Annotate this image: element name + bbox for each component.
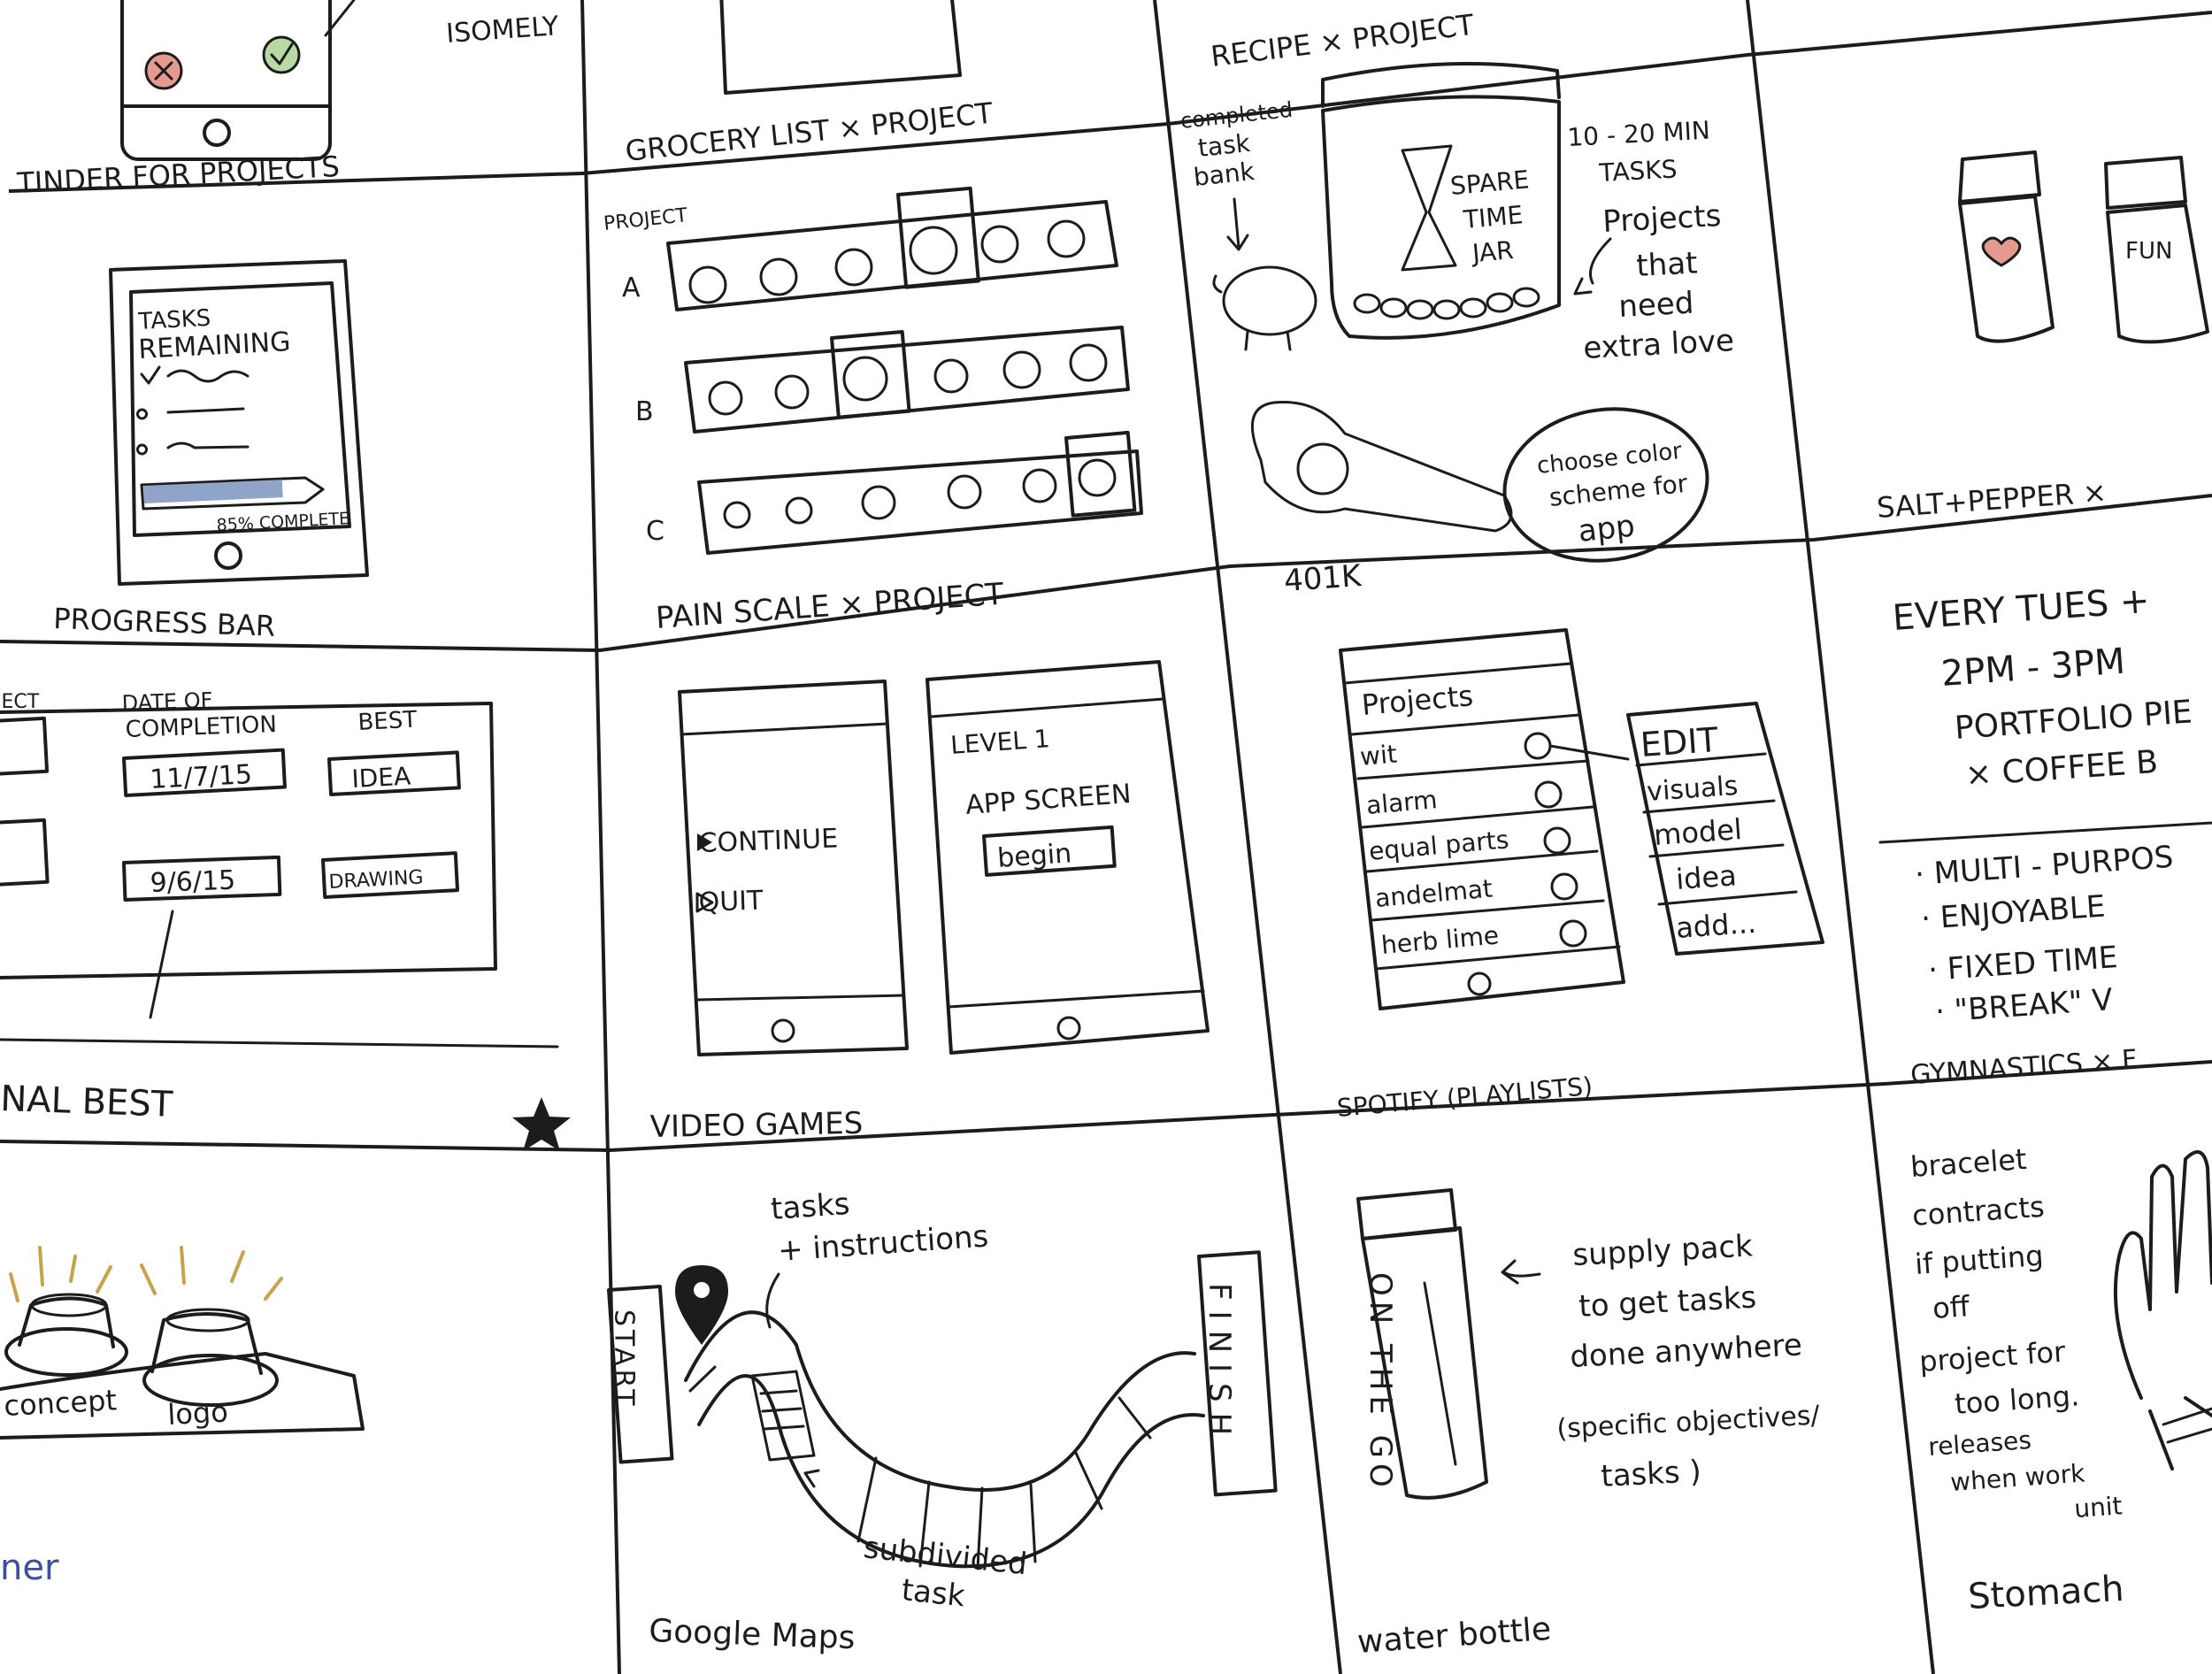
stomach-line1: bracelet (1909, 1142, 2028, 1184)
hand-icon (2113, 1150, 2212, 1471)
selected-face-b (829, 330, 911, 419)
piggy-bank-icon (1212, 265, 1317, 351)
scale-row-c (697, 449, 1143, 555)
spotify-menu-edit[interactable]: EDIT (1640, 720, 1720, 764)
button-logo[interactable]: logo (166, 1394, 228, 1432)
color-line3: app (1577, 508, 1637, 549)
maps-start: START (609, 1309, 640, 1409)
love-line2: that (1635, 245, 1698, 284)
accept-icon[interactable] (262, 35, 301, 74)
pb-row2-date: 9/6/15 (150, 865, 236, 899)
faces-row-c (723, 458, 1117, 529)
edit-menu (1626, 702, 1824, 956)
stomach-line4: off (1932, 1289, 1971, 1325)
pb-title: NAL BEST (0, 1079, 174, 1125)
hourglass-icon (1401, 144, 1457, 272)
selected-face-c (1064, 430, 1137, 518)
cell-water-bottle: ON THE GO supply pack to get tasks done … (1356, 1188, 1821, 1661)
color-scheme-bubble (1502, 407, 1709, 563)
video-continue[interactable]: CONTINUE (698, 824, 839, 859)
pb-row1-date: 11/7/15 (150, 759, 253, 795)
video-level: LEVEL 1 (949, 724, 1050, 760)
tablet-outline (109, 259, 369, 586)
love-line3: need (1617, 286, 1694, 325)
min-line2: TASKS (1598, 154, 1678, 188)
jar-icon (1321, 62, 1561, 340)
finish-banner (1197, 1250, 1278, 1497)
faces-row-a (688, 219, 1086, 304)
maps-sub-line2: task (900, 1572, 967, 1614)
pain-row-a: A (622, 273, 641, 303)
cell-personal-best: JECT DATE OF COMPLETION BEST 11/7/15 IDE… (0, 687, 571, 1151)
water-bottle-text: ON THE GO (1363, 1272, 1398, 1493)
jar-line1: SPARE (1449, 165, 1531, 201)
pb-col2-line1: DATE OF (121, 687, 213, 716)
pb-row2-best: DRAWING (328, 866, 424, 894)
progress-title: PROGRESS BAR (53, 602, 276, 643)
glow-lines (9, 1246, 283, 1302)
home-button (214, 541, 242, 570)
spotify-item-1[interactable]: wit (1359, 739, 1398, 772)
pain-row-c: C (646, 516, 664, 547)
love-line1: Projects (1601, 198, 1722, 240)
jar-line3: JAR (1470, 235, 1515, 268)
cell-google-maps: tasks + instructions START FINISH subdiv… (607, 1186, 1278, 1656)
stomach-title: Stomach (1967, 1569, 2125, 1617)
spotify-menu-visuals[interactable]: visuals (1646, 771, 1739, 808)
pb-col2-line2: COMPLETION (125, 711, 277, 743)
faces-row-b (708, 343, 1108, 416)
maps-title: Google Maps (649, 1613, 856, 1656)
phone-outline-1 (678, 680, 909, 1056)
video-begin[interactable]: begin (996, 838, 1072, 874)
stomach-line7: releases (1927, 1425, 2032, 1462)
scale-row-a (666, 200, 1118, 311)
tasks-remaining-line1: TASKS (137, 305, 211, 335)
video-title: VIDEO GAMES (649, 1106, 863, 1145)
pain-row-b: B (635, 396, 654, 427)
reject-icon[interactable] (144, 51, 183, 90)
button-concept[interactable]: concept (3, 1383, 117, 1423)
pb-row1-best: IDEA (351, 762, 411, 794)
maps-tasks-line1: tasks (770, 1186, 851, 1227)
maps-finish: FINISH (1202, 1283, 1237, 1446)
pb-col1: JECT (0, 691, 40, 713)
start-banner (607, 1284, 674, 1464)
stomach-line9: unit (2073, 1491, 2123, 1524)
completed-line2: task (1196, 128, 1252, 163)
pb-col3: BEST (357, 707, 418, 736)
salt-fun-label: FUN (2125, 238, 2172, 265)
phone-outline-2 (926, 660, 1210, 1055)
spotify-menu-add[interactable]: add... (1675, 906, 1757, 945)
completed-line3: bank (1192, 157, 1256, 192)
heart-icon (1981, 236, 2022, 267)
map-pin-icon (675, 1265, 728, 1345)
jar-title: 401K (1283, 558, 1363, 599)
phone-outline (120, 0, 332, 161)
salt-shaker (1958, 195, 2055, 343)
progress-fill (143, 480, 283, 503)
water-line5: tasks ) (1600, 1454, 1701, 1494)
spotify-menu-model[interactable]: model (1653, 812, 1743, 852)
home-button (203, 119, 231, 147)
scale-row-b (684, 326, 1130, 434)
cell-spotify: Projects wit alarm equal parts andelmat … (1336, 628, 1824, 1123)
phone-outline (1339, 628, 1625, 1010)
jar-line2: TIME (1462, 200, 1525, 234)
bottle-body (1361, 1226, 1488, 1500)
love-line4: extra love (1582, 323, 1735, 366)
spotify-item-2[interactable]: alarm (1365, 785, 1439, 820)
spotify-menu-idea[interactable]: idea (1675, 858, 1738, 896)
logo-button[interactable] (142, 1308, 279, 1407)
concept-button[interactable] (4, 1293, 128, 1377)
buttons-fragment: ner (0, 1547, 59, 1588)
begin-button[interactable] (982, 825, 1117, 877)
star-icon (512, 1097, 571, 1151)
selected-face-a (896, 186, 980, 289)
progress-bar (140, 476, 325, 511)
pepper-shaker (2106, 203, 2209, 344)
cell-buttons: concept logo ner (0, 1246, 365, 1588)
video-quit[interactable]: QUIT (698, 885, 764, 918)
